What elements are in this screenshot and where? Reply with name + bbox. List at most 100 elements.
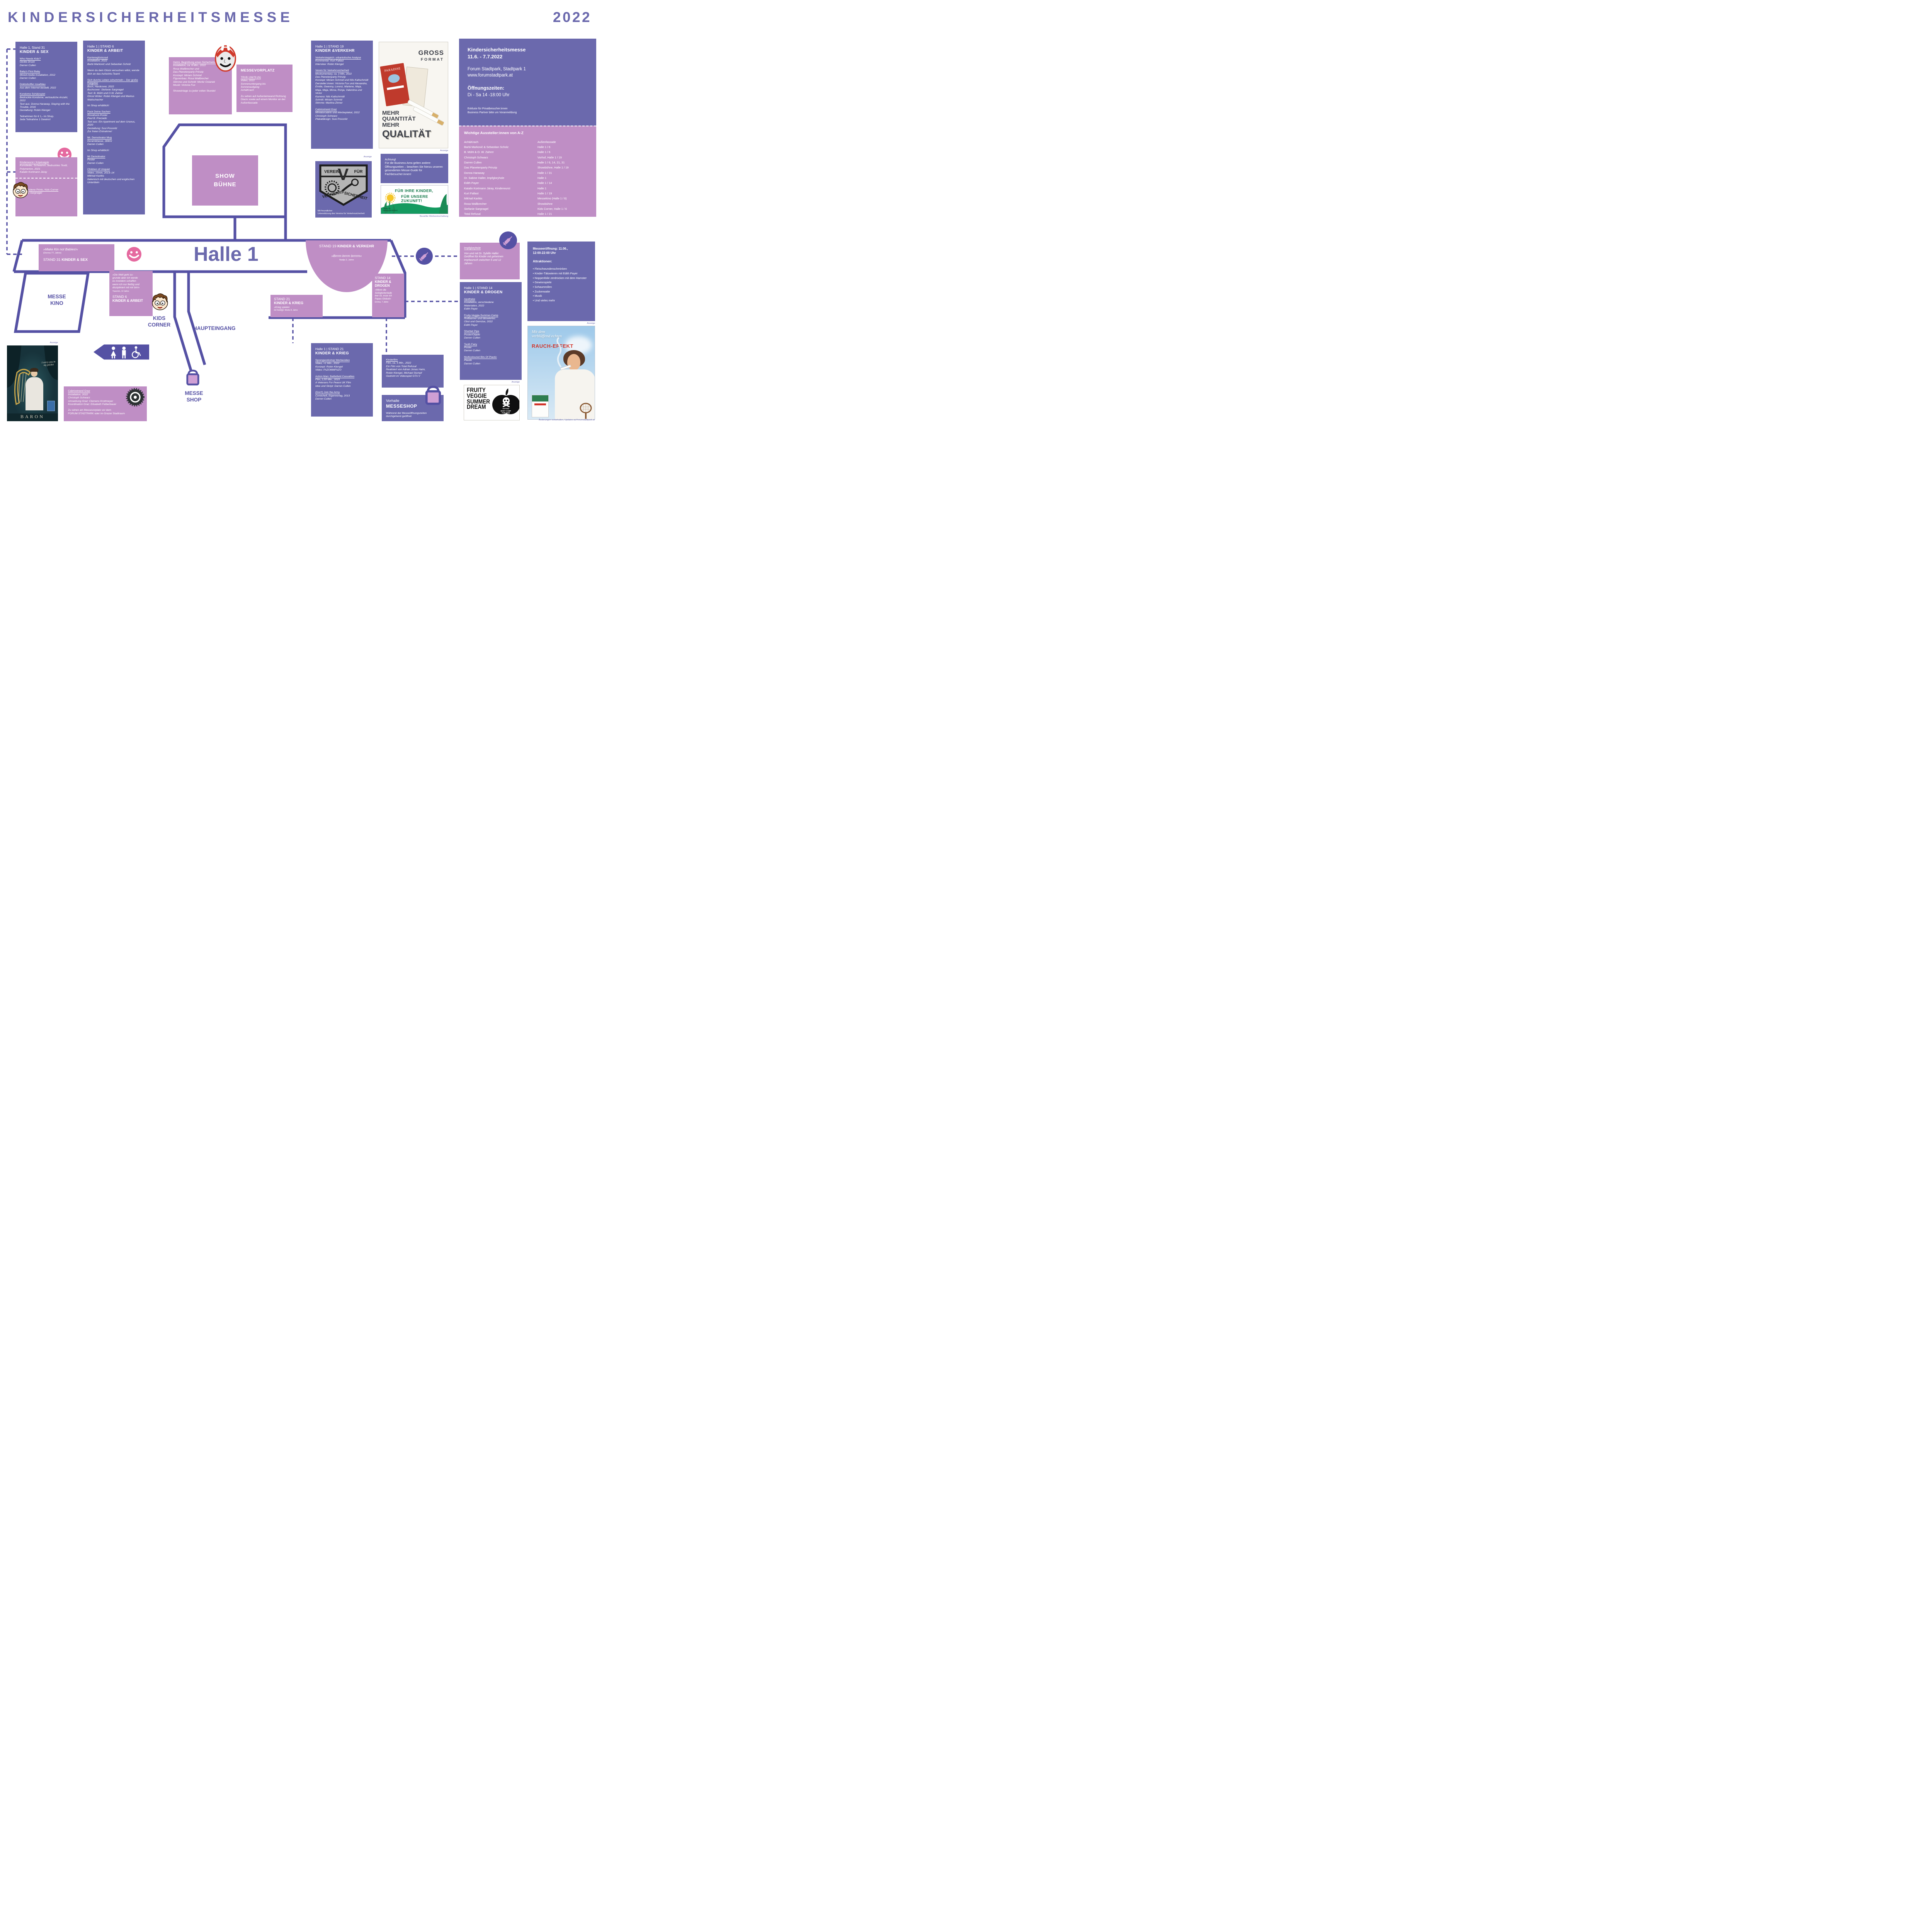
verein-support-note: Mit freundlicher Unterstützung des Verei… [318, 209, 365, 215]
exhibitor-row: Katalin Kortmann Járay, Kinderwurst Hall… [464, 186, 591, 191]
attraction-item: Noppenfolie zerdrücken mit dem Hamster [533, 276, 590, 281]
exhibitor-row: Christoph Schwarz Vorhof, Halle 1 / 19 [464, 155, 591, 160]
work-details: Giclée Druck Darren Cullen [20, 61, 36, 67]
work-entry: Mr Demotivator Poster Darren Cullen [87, 155, 141, 165]
exhibitor-list-box: Wichtige Aussteller:innen von A-Z Ach&Kr… [459, 126, 596, 217]
cigarette-ad: PARADISE GROSS FORMAT MEHR QUANTITÄT MEH… [379, 42, 448, 148]
haupteingang-label: HAUPTEINGANG [193, 325, 236, 331]
pack-band [387, 85, 404, 90]
work-note: Im Shop erhältlich! [87, 149, 109, 152]
attraction-item: Schaumrollen [533, 285, 590, 289]
kids-corner-label: KIDS CORNER [148, 315, 171, 328]
work-title: Kondome Schätzspiel [20, 93, 45, 96]
exhibitor-name: Darren Cullen [464, 161, 482, 165]
work-entry: Apotheke Installation, verschiedene Mate… [464, 298, 517, 311]
exhibitor-location: Halle 1 / 6 [537, 150, 551, 154]
cigarette-pack-red: PARADISE [380, 63, 410, 107]
work-entry: Fruity-Veggie-Summer-Camp Rollbanner und… [464, 314, 517, 327]
work-title: Tooth Fairy [464, 343, 477, 346]
kinderfilm-box: Kinderfilm Film, ca. 5 Min., 2022 Ein Fi… [382, 355, 444, 388]
halle-1-label: Halle 1 [194, 243, 259, 265]
work-details: Film, 2,55 Min., 2015 A Veterans For Pea… [315, 378, 351, 388]
exhibitor-rows: Ach&Krach Außenfassade Barbi Marković & … [464, 139, 591, 217]
dandelion-icon [387, 194, 394, 201]
work-title: Cabriostrand Graz [68, 390, 90, 393]
work-title: Verkehrsteppich: urbanistische Analyse [315, 56, 361, 59]
exhibitor-location: Außenfassade [537, 140, 556, 144]
work-title: Sich durchs Leben schummeln – Der große … [87, 79, 138, 85]
exhibitor-row: Stefanie Sargnagel Kids Corner, Halle 1 … [464, 206, 591, 211]
fruity-ad-text: FRUITY VEGGIE SUMMER DREAM [467, 386, 490, 411]
work-entry: Verein für Verkehrssicherheit Mockumenta… [315, 69, 369, 105]
work-title: Cabriostrand Graz [315, 108, 337, 111]
impfgloryhole-box: Impfgloryhole Von und mit Dr. Sybille Ha… [460, 243, 520, 279]
verein-shield-logo: VEREIN FÜR V VERKEHRS SICHERHEIT [319, 164, 368, 206]
ad-headline-1: GROSS [418, 49, 444, 56]
syringe-badge-icon [499, 231, 517, 252]
exhibitor-name: Ach&Krach [464, 140, 478, 144]
exhibitor-row: Barbi Marković & Sebastian Scholz Halle … [464, 145, 591, 150]
work-details: Risodruck-Poster Paul B. Preciado Text a… [87, 114, 136, 133]
exhibitor-row: Ach&Krach Außenfassade [464, 139, 591, 145]
exhibitor-row: Rosa Wallbrecher Showbühne [464, 201, 591, 206]
exhibitor-name: Das Planetenparty Prinzip [464, 166, 497, 170]
exhibitor-location: Showbühne [537, 202, 553, 206]
work-note: Teilnehmen für € 1,- im Shop. Jede Teiln… [20, 115, 54, 121]
work-title: TRVB 136/79 (N) [241, 76, 261, 79]
stand-21-sections: Sprengworkshop Werbevideo Video, <1 Min.… [315, 359, 369, 401]
smiley-icon [126, 247, 142, 264]
exhibitor-name: Kurt Fallast [464, 192, 479, 196]
work-note: Wenn du dein Glück versuchen willst, wen… [87, 69, 139, 75]
work-title: Fruity-Veggie-Summer-Camp [464, 314, 498, 317]
shopping-bag-icon [424, 385, 442, 408]
impfgloryhole-title: Impfgloryhole [464, 246, 481, 250]
stand-31-map-label: »Make Kin not Babies!« (Donna 77, Jahre)… [39, 244, 114, 271]
exhibitor-name: Rosa Wallbrecher [464, 202, 487, 206]
stand-quote: »Make Kin not Babies!« [43, 247, 78, 251]
man-icon [122, 346, 126, 350]
ad-caption: Anzeige [50, 342, 58, 344]
work-entry: (Don't) Join the Army Comicheft, Eigenve… [315, 391, 369, 401]
work-entry: Tooth Fairy Poster Darren Cullen [464, 343, 517, 353]
stand-label: STAND 31 KINDER & SEX [43, 258, 88, 262]
kinderfilm-sections: Kinderfilm Film, ca. 5 Min., 2022 Ein Fi… [386, 359, 439, 378]
syringe-badge-icon [415, 247, 433, 267]
wheelchair-icon [131, 351, 139, 358]
work-details: Film, ca. 5 Min., 2022 Ein Film von Tota… [386, 362, 426, 378]
work-details: Mockumentary, ca. 3 Min, 2022 Das Planet… [315, 72, 369, 105]
work-entry: Who Needs Kids? Giclée Druck Darren Cull… [20, 58, 73, 67]
exhibitor-name: Katalin Kortmann Járay, Kinderwurst [464, 186, 510, 190]
attraction-item: Kinder-Tätowieren mit Edith Payer [533, 271, 590, 276]
woman-dress [26, 377, 43, 410]
opening-info: Messeeröffnung: 11.06., 12:00-22:00 Uhr [533, 247, 568, 255]
work-details: Aus dem Internet bestellt, 2022 [20, 86, 56, 89]
stand-quote: »Wenn die Süßigkeitenlade leer ist, esse… [375, 289, 392, 300]
work-title: Karriereglücksrad [87, 56, 108, 59]
messeshop-name: MESSESHOP [386, 403, 417, 409]
work-title: Action Man: Battlefield Casualties [315, 375, 355, 378]
work-entry: Wenn du dein Glück versuchen willst, wen… [87, 69, 141, 76]
work-entry: Helmi. Begrüßung eines Sicherheitsexpert… [173, 61, 228, 93]
exhibitor-location: Messekino (Halle 1 / 6) [537, 197, 567, 201]
work-note: Showeinlage zu jeder vollen Stunde! [173, 90, 216, 93]
work-details: Installation, 2022 Barbi Marković und Se… [87, 60, 131, 66]
work-details: Buch, Hardcover, 2022 Buchcover: Stefani… [87, 85, 134, 101]
work-title: Baby's First Baby [20, 70, 40, 73]
messevorplatz-title: MESSEVORPLATZ [241, 68, 275, 73]
kinderwurst-details: Kunstleder, Schwamm, bedrucktes Textil, … [20, 164, 68, 174]
helmi-sections: Helmi. Begrüßung eines Sicherheitsexpert… [173, 61, 228, 93]
baron-script-text: I carry you in my pocket [41, 360, 56, 367]
stand-quote: »Krieg spielen ist lustig« [274, 306, 290, 311]
work-title: Sprengworkshop Werbevideo [315, 359, 350, 362]
hours-label: Öffnungszeiten: [468, 85, 505, 91]
ad-caption: Anzeige [587, 322, 595, 325]
work-entry: TRVB 136/79 (N) Video, 2022 Sonnenunterg… [241, 76, 288, 105]
ad-caption: Anzeige [364, 156, 372, 158]
attractions-label: Attraktionen: [533, 260, 552, 264]
rauch-brand-text: RAUCH-EFFEKT [532, 343, 573, 349]
exhibitor-name: Total Refusal [464, 212, 481, 216]
work-entry: Multicoloured Bits Of Plastic Plastik Da… [464, 356, 517, 366]
work-entry: Baby's First Baby Mixed-media Installati… [20, 70, 73, 80]
ad-headline-2: FORMAT [420, 58, 444, 62]
exhibitor-row: Edith Payer Halle 1 / 14 [464, 180, 591, 185]
